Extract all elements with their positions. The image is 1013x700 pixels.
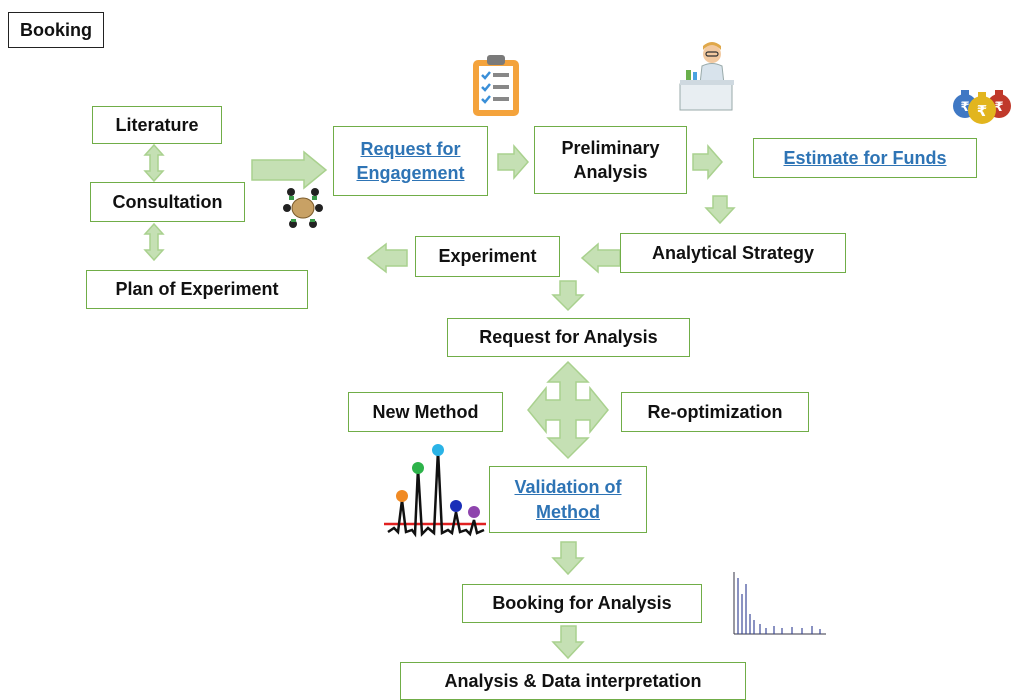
four-way-arrow bbox=[527, 360, 609, 460]
arrow-to-preliminary bbox=[497, 144, 529, 180]
arrow-to-analysis-interpretation bbox=[551, 625, 585, 660]
experiment-label: Experiment bbox=[438, 246, 537, 267]
arrow-to-request-engagement bbox=[251, 150, 328, 190]
request-for-engagement-link-line1[interactable]: Request for bbox=[360, 138, 461, 159]
mass-spectrum-icon bbox=[733, 572, 826, 635]
rupee-money-bags-icon: ₹ ₹ ₹ bbox=[953, 90, 1011, 124]
box-request-for-engagement[interactable]: Request for Engagement bbox=[333, 126, 488, 196]
svg-text:₹: ₹ bbox=[994, 100, 1003, 115]
box-analytical-strategy: Analytical Strategy bbox=[620, 233, 846, 273]
new-method-label: New Method bbox=[372, 401, 479, 422]
validation-of-method-link-line2[interactable]: Method bbox=[536, 501, 600, 522]
page-tag-booking: Booking bbox=[8, 12, 104, 48]
estimate-for-funds-link[interactable]: Estimate for Funds bbox=[783, 147, 947, 168]
box-consultation: Consultation bbox=[90, 182, 245, 222]
arrow-to-analytical-strategy bbox=[704, 195, 736, 225]
box-preliminary-analysis: Preliminary Analysis bbox=[534, 126, 687, 194]
arrow-to-booking bbox=[551, 541, 585, 576]
analysis-data-interpretation-label: Analysis & Data interpretation bbox=[444, 670, 702, 691]
box-analysis-data-interpretation: Analysis & Data interpretation bbox=[400, 662, 746, 700]
svg-text:₹: ₹ bbox=[977, 102, 987, 120]
scientist-lab-icon bbox=[679, 42, 734, 111]
box-new-method: New Method bbox=[348, 392, 503, 432]
clipboard-checklist-icon bbox=[473, 55, 519, 116]
analytical-strategy-label: Analytical Strategy bbox=[651, 242, 815, 263]
box-plan-of-experiment: Plan of Experiment bbox=[86, 270, 308, 309]
arrow-to-estimate bbox=[692, 144, 723, 180]
box-estimate-for-funds[interactable]: Estimate for Funds bbox=[753, 138, 977, 178]
plan-of-experiment-label: Plan of Experiment bbox=[115, 279, 279, 300]
request-for-analysis-label: Request for Analysis bbox=[479, 327, 658, 348]
validation-of-method-link-line1[interactable]: Validation of bbox=[514, 477, 622, 498]
consultation-label: Consultation bbox=[112, 191, 223, 212]
svg-text:₹: ₹ bbox=[960, 100, 969, 115]
meeting-table-icon bbox=[283, 188, 323, 228]
chromatogram-peaks-icon bbox=[384, 444, 486, 538]
preliminary-analysis-line2: Analysis bbox=[573, 162, 648, 182]
box-experiment: Experiment bbox=[415, 236, 560, 277]
box-literature: Literature bbox=[92, 106, 222, 144]
arrow-experiment-left bbox=[366, 242, 408, 274]
box-booking-for-analysis: Booking for Analysis bbox=[462, 584, 702, 623]
arrow-to-request-analysis bbox=[551, 280, 585, 312]
arrow-consultation-plan bbox=[143, 222, 165, 262]
request-for-engagement-link-line2[interactable]: Engagement bbox=[356, 163, 465, 183]
re-optimization-label: Re-optimization bbox=[647, 401, 783, 422]
box-validation-of-method[interactable]: Validation of Method bbox=[489, 466, 647, 533]
booking-for-analysis-label: Booking for Analysis bbox=[492, 593, 672, 614]
arrow-to-experiment bbox=[580, 242, 621, 274]
box-re-optimization: Re-optimization bbox=[621, 392, 809, 432]
arrow-literature-consultation bbox=[143, 143, 165, 183]
preliminary-analysis-line1: Preliminary bbox=[561, 137, 660, 158]
box-request-for-analysis: Request for Analysis bbox=[447, 318, 690, 357]
literature-label: Literature bbox=[115, 114, 199, 135]
